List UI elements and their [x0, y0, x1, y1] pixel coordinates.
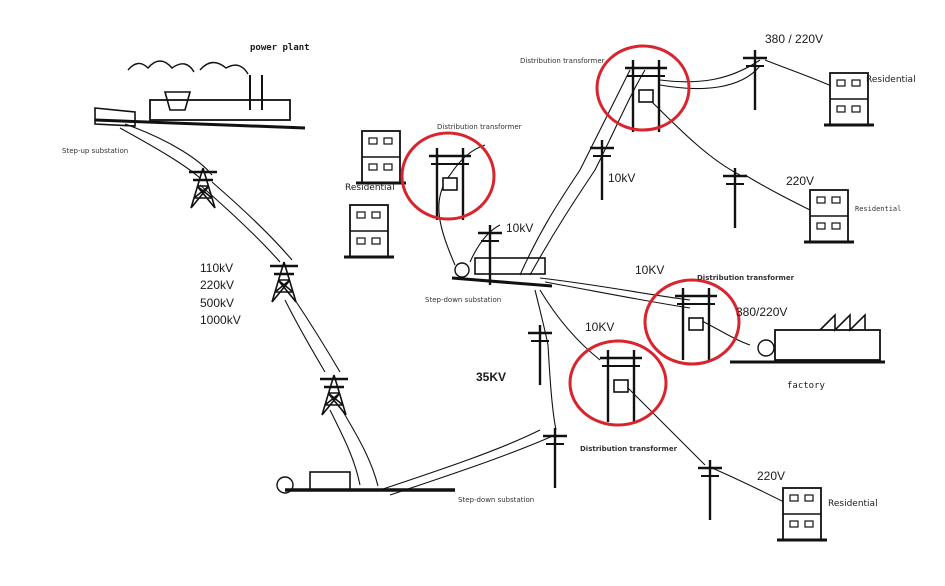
10kv-label-bottom: 10KV — [585, 320, 615, 334]
distribution-transformer-mid-label: Distribution transformer — [697, 274, 795, 282]
380-220v-mid-label: 380/220V — [736, 305, 788, 319]
pole-220v-bottom — [696, 458, 724, 522]
pole-10kv-top — [588, 138, 616, 202]
power-plant-label: power plant — [250, 43, 310, 53]
stepdown-substation-bottom-label: Step-down substation — [458, 496, 535, 504]
highlight-circle-left — [400, 131, 496, 221]
residential-building-left-bottom — [342, 203, 396, 259]
220v-bottom-label: 220V — [757, 469, 786, 483]
bottom-stepdown-substation — [276, 471, 455, 494]
pole-220v-right — [721, 166, 749, 230]
stepup-substation-label: Step-up substation — [62, 147, 129, 155]
stepdown-substation-main-label: Step-down substation — [425, 296, 502, 304]
distribution-transformer-bottom-icon — [598, 348, 644, 424]
pole-bottom — [541, 426, 569, 490]
residential-building-bottom — [775, 486, 829, 542]
pole-10kv-left — [476, 223, 504, 287]
factory-building — [730, 313, 885, 364]
10kv-label-left: 10kV — [506, 221, 534, 235]
highlight-circle-bottom — [568, 339, 668, 427]
distribution-transformer-bottom-label: Distribution transformer — [580, 445, 678, 453]
highlight-circle-mid — [643, 278, 741, 366]
220v-right-label: 220V — [786, 174, 815, 188]
residential-right-label: Residential — [855, 205, 902, 213]
power-plant-illustration — [94, 60, 306, 130]
voltage-1000kv-label: 1000kV — [200, 313, 241, 327]
factory-label: factory — [787, 381, 825, 391]
380-220v-top-label: 380 / 220V — [765, 32, 824, 46]
distribution-transformer-left-label: Distribution transformer — [437, 123, 522, 131]
voltage-110kv-label: 110kV — [200, 261, 234, 275]
10kv-label-mid: 10KV — [635, 263, 665, 277]
residential-building-left-top — [354, 129, 408, 185]
distribution-transformer-top-label: Distribution transformer — [520, 57, 605, 65]
pole-380v-top — [741, 48, 769, 112]
transmission-tower-2 — [268, 260, 300, 304]
residential-topright-label: Residential — [866, 75, 916, 85]
highlight-circle-top — [595, 44, 691, 132]
transmission-line — [119, 123, 379, 487]
residential-building-right — [802, 188, 856, 244]
distribution-transformer-left-icon — [427, 146, 473, 222]
residential-bottom-label: Residential — [828, 499, 878, 509]
transmission-tower-3 — [318, 373, 350, 417]
highlight-circles — [400, 44, 741, 427]
voltage-500kv-label: 500kV — [200, 296, 235, 310]
35kv-label: 35KV — [476, 370, 507, 384]
voltage-220kv-label: 220kV — [200, 278, 235, 292]
residential-left-label: Residential — [345, 183, 395, 193]
main-stepdown-substation — [451, 257, 553, 288]
10kv-label-top: 10kV — [608, 171, 636, 185]
